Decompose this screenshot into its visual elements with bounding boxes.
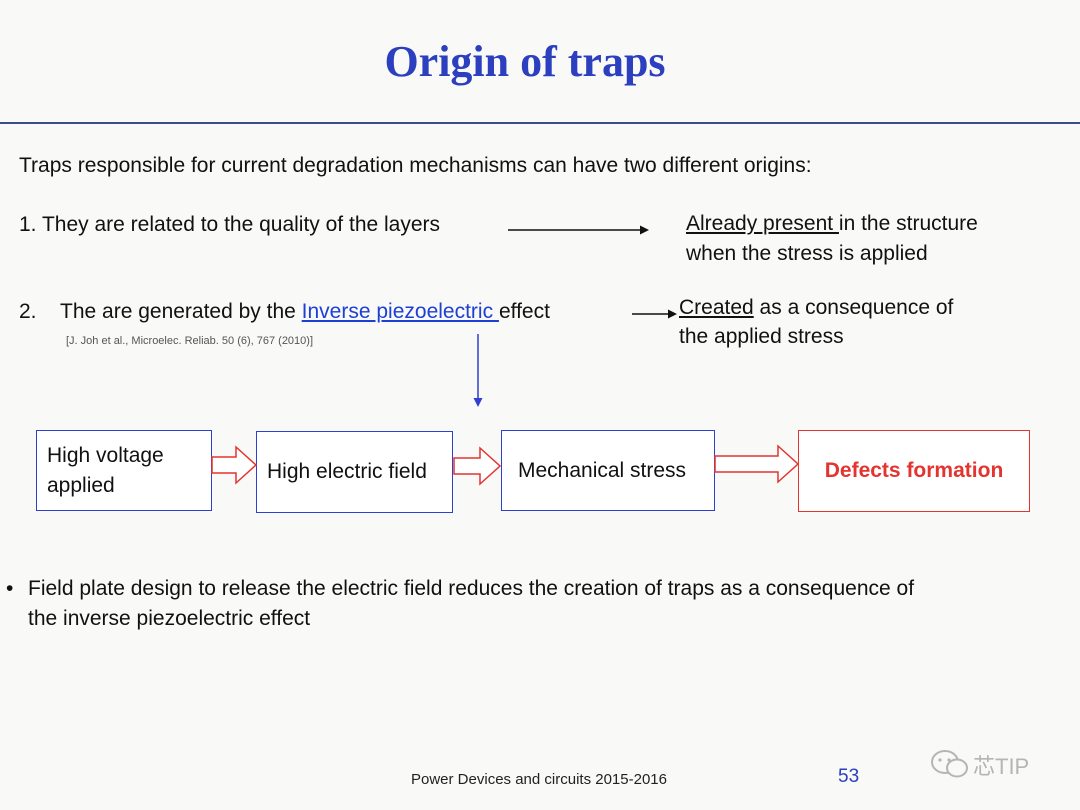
inverse-piezoelectric-link[interactable]: Inverse piezoelectric (301, 300, 499, 323)
item2-result-line2: the applied stress (679, 325, 844, 348)
item1-text: 1. They are related to the quality of th… (19, 213, 441, 236)
item2-result-underlined: Created (679, 296, 754, 319)
item2-arrow-icon (632, 309, 677, 319)
item1-result-underlined: Already present (686, 212, 839, 235)
flow-box-high-electric-field: High electric field (256, 431, 453, 513)
flow-arrow-2-icon (453, 446, 502, 486)
item2-text: The are generated by the Inverse piezoel… (60, 297, 550, 327)
watermark-text: 芯TIP (973, 754, 1030, 779)
item1-arrow-icon (508, 225, 649, 235)
reference-citation: [J. Joh et al., Microelec. Reliab. 50 (6… (66, 335, 314, 347)
item2-text-after: effect (498, 300, 550, 323)
item1-result-rest: in the structure (838, 212, 978, 235)
wechat-icon (931, 750, 968, 778)
footer-course: Power Devices and circuits 2015-2016 (411, 771, 667, 788)
item1-result-line1: Already present in the structure (686, 209, 978, 239)
item1-result-line2: when the stress is applied (686, 242, 928, 265)
flow-box-defects-formation: Defects formation (798, 430, 1030, 512)
intro-text: Traps responsible for current degradatio… (19, 154, 812, 177)
page-number: 53 (838, 766, 860, 787)
flow-arrow-3-icon (714, 444, 800, 484)
flow-box-mechanical-stress: Mechanical stress (501, 430, 715, 511)
bullet-symbol: • (6, 577, 14, 600)
item2-number: 2. (19, 300, 37, 323)
title-divider (0, 122, 1080, 124)
down-arrow-icon (473, 334, 483, 407)
flow-box-high-voltage: High voltage applied (36, 430, 212, 511)
item2-result-line1: Created as a consequence of (679, 293, 953, 323)
bullet-line2: the inverse piezoelectric effect (28, 607, 311, 630)
bullet-line1: Field plate design to release the electr… (28, 577, 915, 600)
item2-result-rest: as a consequence of (753, 296, 954, 319)
item2-text-before: The are generated by the (60, 300, 302, 323)
slide-title: Origin of traps (384, 37, 666, 86)
flow-arrow-1-icon (211, 445, 258, 485)
